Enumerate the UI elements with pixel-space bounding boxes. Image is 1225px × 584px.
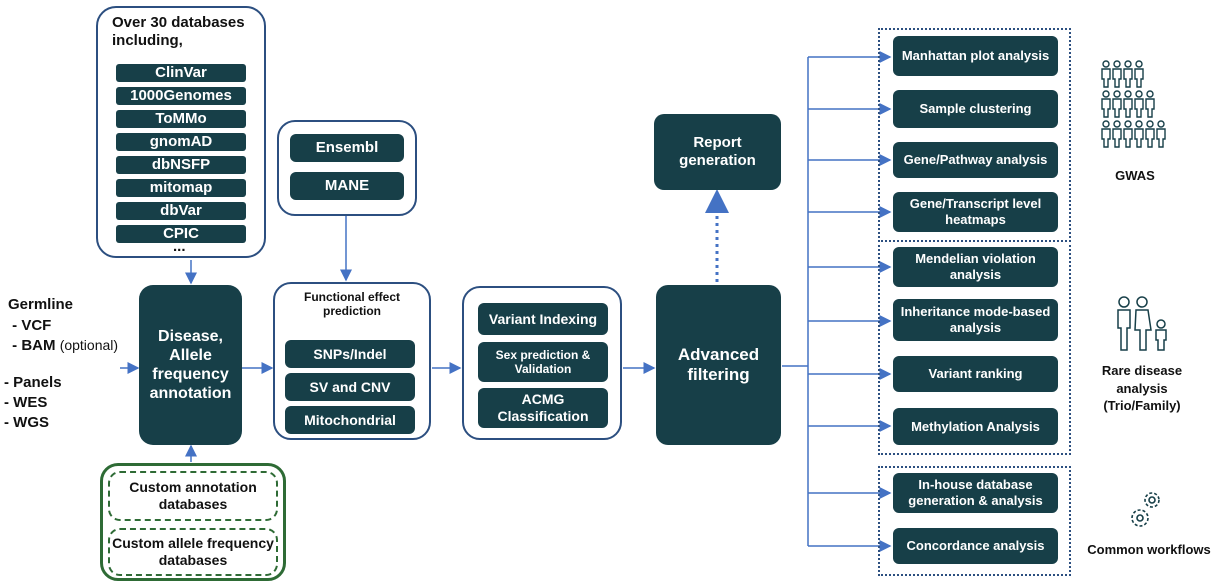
gwas-item: Gene/Transcript level heatmaps [893,192,1058,232]
databases-header: Over 30 databases including, [112,14,245,49]
input-wes: - WES [4,394,48,411]
common-item: In-house database generation & analysis [893,473,1058,513]
db-item: mitomap [116,179,246,197]
db-item: dbNSFP [116,156,246,174]
report-generation-box: Report generation [654,114,781,190]
gwas-label: GWAS [1115,168,1155,183]
common-item: Concordance analysis [893,528,1058,564]
input-vcf: - VCF [8,317,52,334]
custom-databases-panel [100,463,286,581]
db-item: ToMMo [116,110,246,128]
functional-title: Functional effect prediction [303,290,400,319]
input-bam: - BAM (optional) [8,337,119,354]
rare-item: Variant ranking [893,356,1058,392]
snps-box: SNPs/Indel [285,340,415,368]
crowd-icon [1101,60,1166,148]
variant-indexing-box: Variant Indexing [478,303,608,335]
mito-box: Mitochondrial [285,406,415,434]
rare-item: Inheritance mode-based analysis [893,299,1058,341]
db-item: CPIC [116,225,246,243]
common-label: Common workflows [1087,542,1211,557]
db-item: gnomAD [116,133,246,151]
gears-icon [1131,492,1160,527]
custom-allele-db: Custom allele frequency databases [108,528,278,576]
rare-item: Methylation Analysis [893,408,1058,445]
rare-item: Mendelian violation analysis [893,247,1058,287]
input-wgs: - WGS [4,414,50,431]
db-more: ... [173,238,186,255]
advanced-filtering-box: Advanced filtering [656,285,781,445]
common-workflows-group [878,466,1071,576]
family-icon [1117,296,1167,351]
input-germline: Germline [8,296,74,313]
gwas-item: Gene/Pathway analysis [893,142,1058,178]
acmg-box: ACMG Classification [478,388,608,428]
db-item: dbVar [116,202,246,220]
gwas-item: Manhattan plot analysis [893,36,1058,76]
annotation-box: Disease, Allele frequency annotation [139,285,242,445]
gwas-item: Sample clustering [893,90,1058,128]
mane-box: MANE [290,172,404,200]
input-panels: - Panels [4,374,62,391]
db-item: 1000Genomes [116,87,246,105]
db-item: ClinVar [116,64,246,82]
custom-annotation-db: Custom annotation databases [108,471,278,521]
rare-disease-group [878,240,1071,455]
sv-box: SV and CNV [285,373,415,401]
rare-label: Rare disease analysis (Trio/Family) [1101,363,1183,414]
ensembl-box: Ensembl [290,134,404,162]
sex-prediction-box: Sex prediction & Validation [478,342,608,382]
